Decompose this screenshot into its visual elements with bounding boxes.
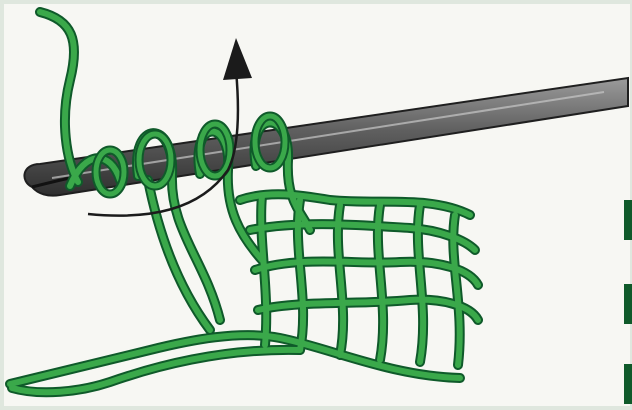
edge-bar-3 <box>624 364 632 404</box>
edge-bar-2 <box>624 284 632 324</box>
edge-bar-1 <box>624 200 632 240</box>
